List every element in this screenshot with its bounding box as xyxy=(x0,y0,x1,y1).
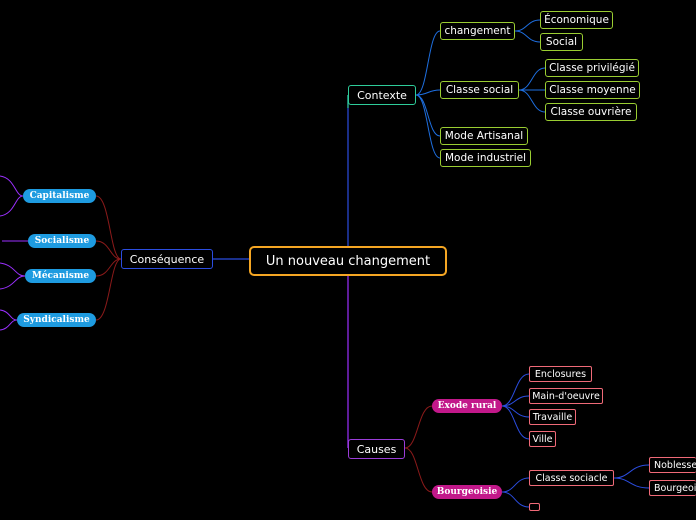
enclosures-node[interactable]: Enclosures xyxy=(529,366,592,382)
main-doeuvre-node[interactable]: Main-d'oeuvre xyxy=(529,388,603,404)
classe-privilegie-node[interactable]: Classe privilégié xyxy=(545,59,639,77)
social-node[interactable]: Social xyxy=(540,33,583,51)
bourgeoisie-leaf-node[interactable]: Bourgeoisie xyxy=(649,480,696,496)
empty-child-node[interactable] xyxy=(529,503,540,511)
classe-moyenne-node[interactable]: Classe moyenne xyxy=(545,81,640,99)
mecanisme-node[interactable]: Mécanisme xyxy=(25,269,96,283)
consequence-node[interactable]: Conséquence xyxy=(121,249,213,269)
classe-ouvriere-node[interactable]: Classe ouvrière xyxy=(545,103,637,121)
mode-artisanal-node[interactable]: Mode Artisanal xyxy=(440,127,528,145)
classe-social-node[interactable]: Classe social xyxy=(440,81,519,99)
contexte-node[interactable]: Contexte xyxy=(348,85,416,105)
classe-sociacle-node[interactable]: Classe sociacle xyxy=(529,470,614,486)
ville-node[interactable]: Ville xyxy=(529,431,556,447)
causes-node[interactable]: Causes xyxy=(348,439,405,459)
root-node[interactable]: Un nouveau changement xyxy=(249,246,447,276)
changement-node[interactable]: changement xyxy=(440,22,515,40)
mode-industriel-node[interactable]: Mode industriel xyxy=(440,149,531,167)
economique-node[interactable]: Économique xyxy=(540,11,613,29)
syndicalisme-node[interactable]: Syndicalisme xyxy=(17,313,96,327)
capitalisme-node[interactable]: Capitalisme xyxy=(23,189,96,203)
bourgeoisie-branch-node[interactable]: Bourgeoisie xyxy=(432,485,502,499)
socialisme-node[interactable]: Socialisme xyxy=(28,234,96,248)
travaille-node[interactable]: Travaille xyxy=(529,409,576,425)
noblesse-node[interactable]: Noblesse xyxy=(649,457,696,473)
exode-rural-node[interactable]: Exode rural xyxy=(432,399,502,413)
